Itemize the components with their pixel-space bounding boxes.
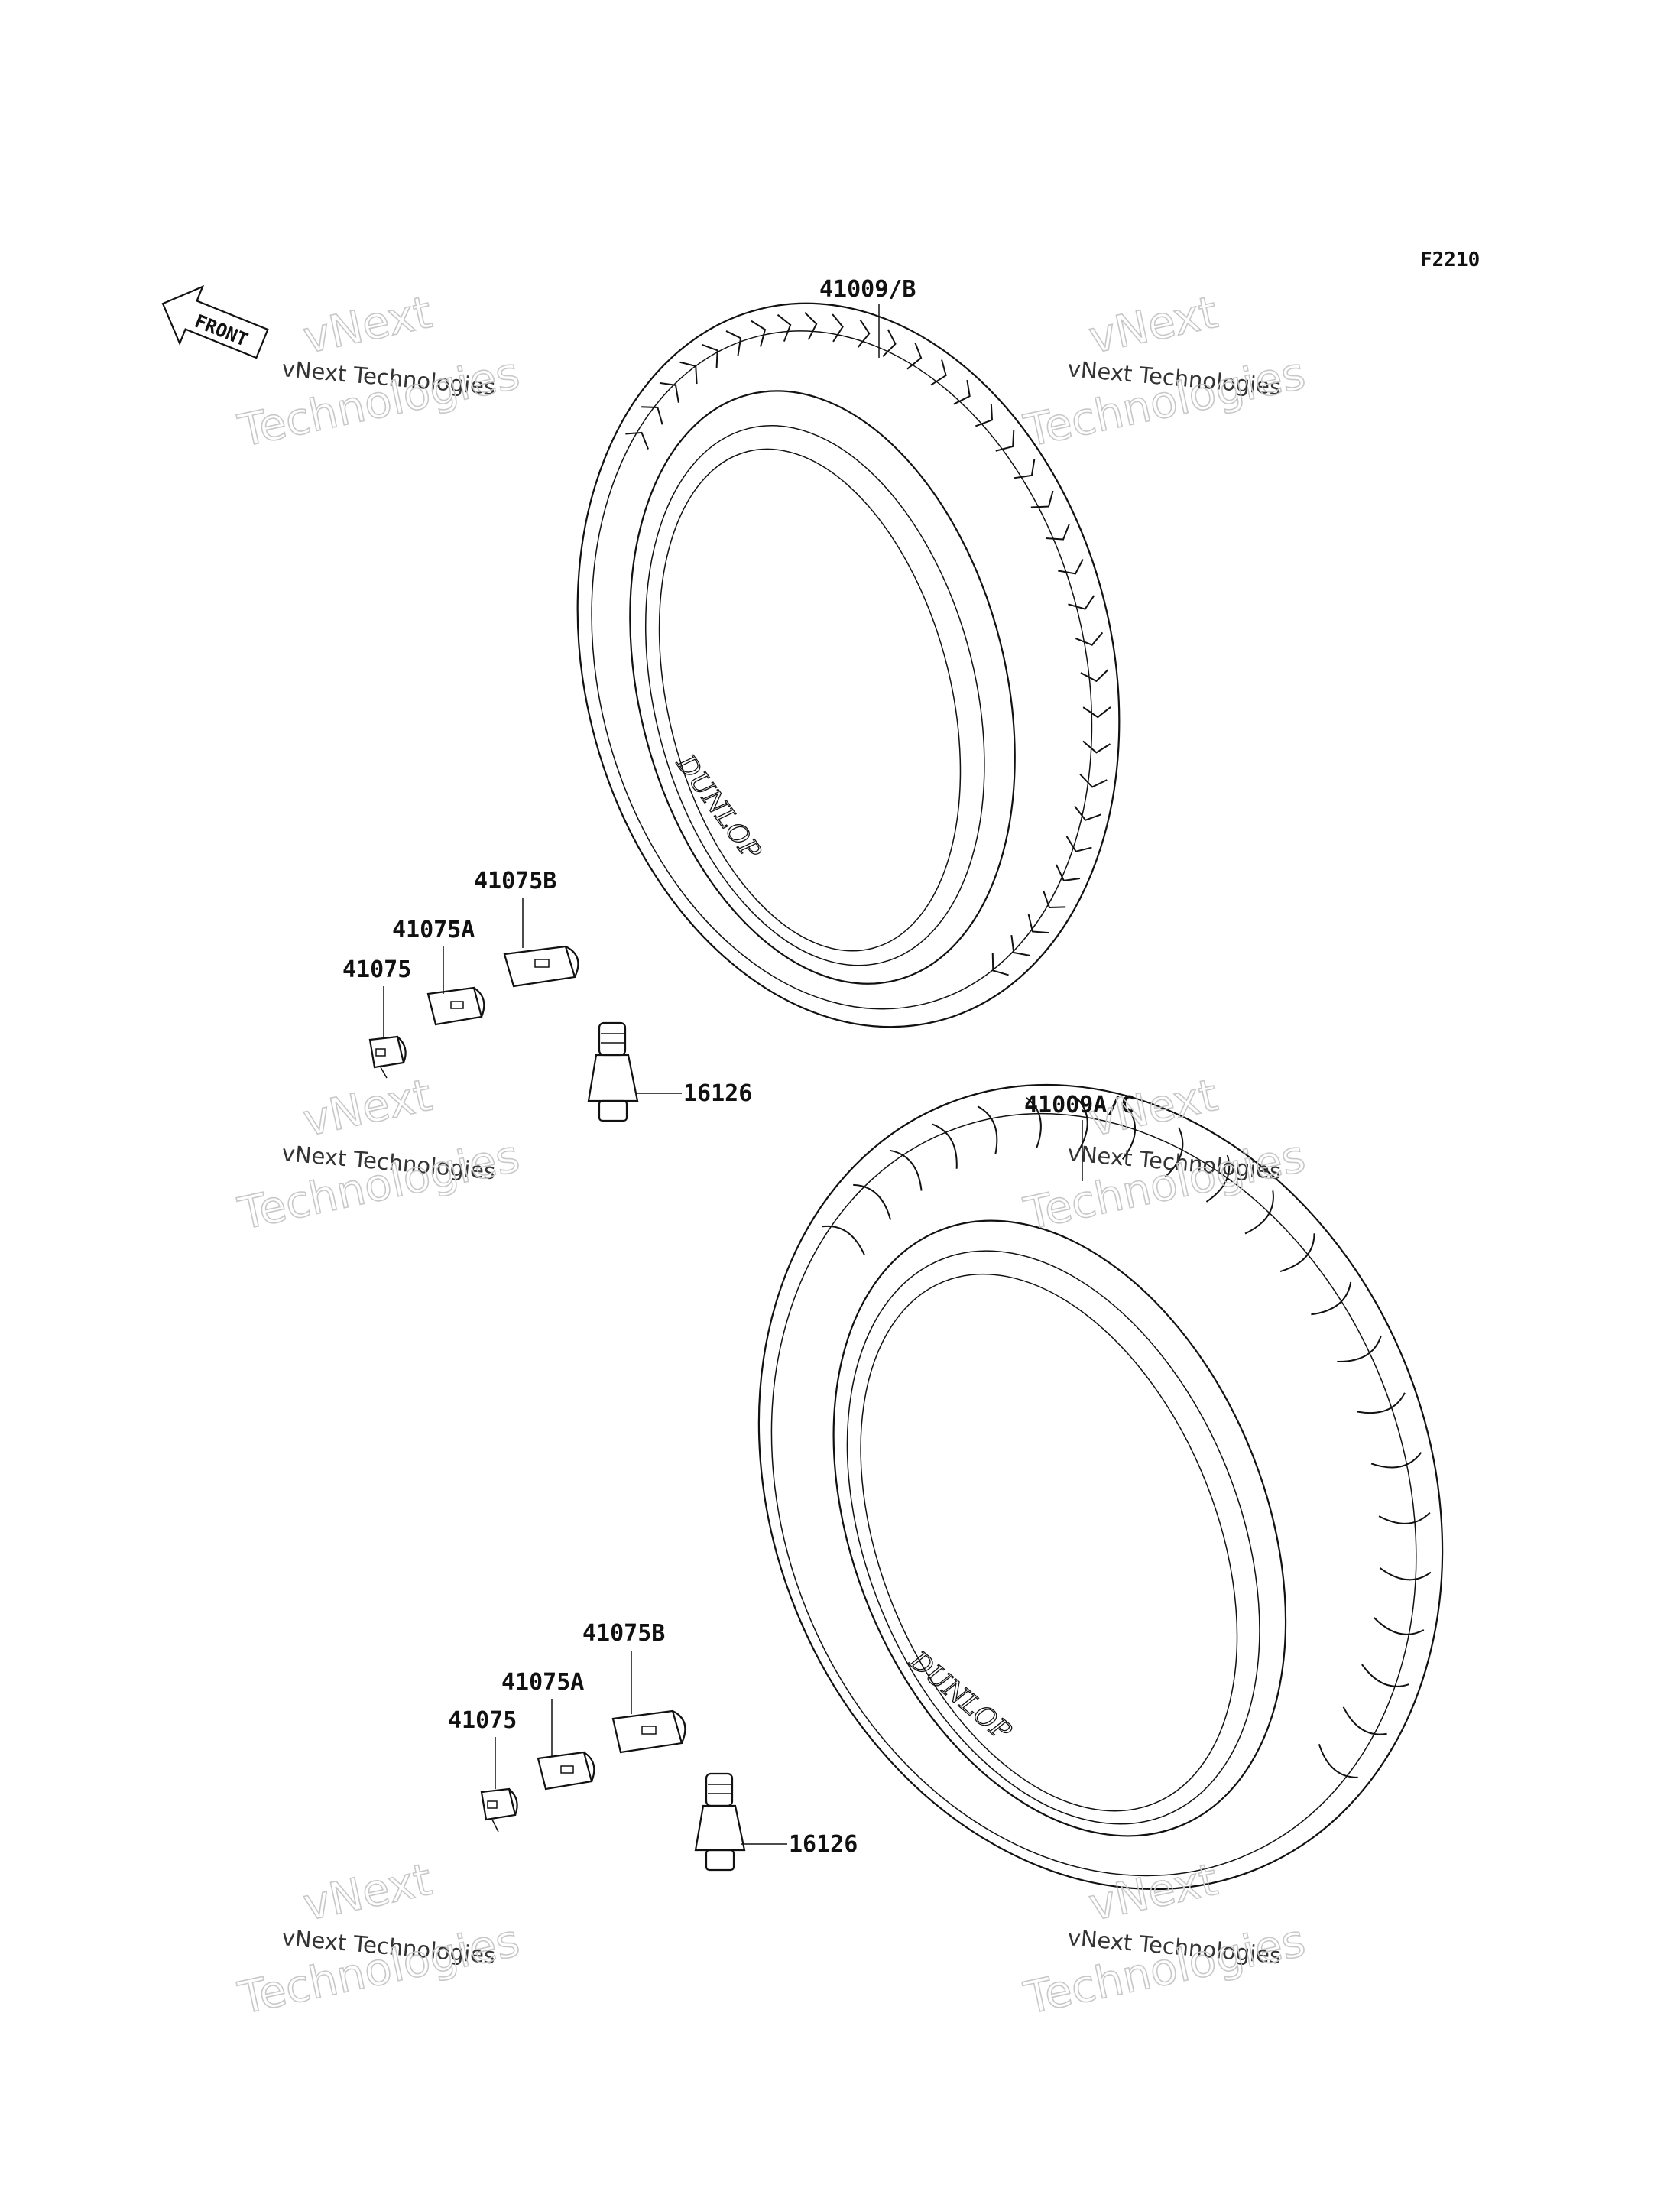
rear-weight-icon xyxy=(480,1787,518,1833)
tread-groove xyxy=(1082,740,1111,754)
tread-groove xyxy=(1374,1617,1425,1635)
rear-weight-b-icon xyxy=(611,1709,686,1754)
tread-groove xyxy=(1342,1706,1387,1735)
svg-text:vNext: vNext xyxy=(1085,1069,1222,1147)
rear-tire-label: 41009A/C xyxy=(1024,1092,1135,1118)
tread-groove xyxy=(1043,890,1066,909)
tread-groove xyxy=(804,312,818,340)
front-weight-b-label: 41075B xyxy=(474,868,556,894)
tread-groove xyxy=(1079,774,1108,788)
tread-groove xyxy=(890,1149,923,1191)
tread-groove xyxy=(1082,706,1111,719)
tread-groove xyxy=(659,381,679,403)
tread-groove xyxy=(1121,1108,1137,1160)
tread-groove xyxy=(1379,1567,1432,1581)
tread-groove xyxy=(975,403,994,427)
tread-groove xyxy=(625,431,649,450)
tread-groove xyxy=(857,319,871,348)
tread-groove xyxy=(777,313,792,342)
tread-groove xyxy=(977,1105,998,1155)
front-arrow-icon: FRONT xyxy=(161,284,269,359)
tread-groove xyxy=(1026,1097,1042,1148)
front-weight-b-icon xyxy=(503,945,579,988)
watermark-top-left: vNext vNext Technologies Technologies xyxy=(233,285,524,458)
front-weight-a-icon xyxy=(426,986,485,1026)
tread-groove xyxy=(995,430,1015,452)
svg-text:Technologies: Technologies xyxy=(234,1914,524,2024)
front-valve-label: 16126 xyxy=(683,1080,752,1107)
tread-groove xyxy=(1010,934,1030,956)
svg-text:vNext: vNext xyxy=(299,1853,436,1931)
front-tire-label: 41009/B xyxy=(819,276,916,303)
tread-groove xyxy=(1027,914,1049,934)
front-weight-a-label: 41075A xyxy=(392,917,475,943)
tread-groove xyxy=(1065,836,1092,852)
tread-groove xyxy=(1075,631,1104,646)
tread-groove xyxy=(931,1123,958,1169)
rear-weight-b-label: 41075B xyxy=(582,1620,665,1647)
tread-groove xyxy=(1074,805,1101,821)
tread-groove xyxy=(1080,669,1109,683)
tread-groove xyxy=(1279,1233,1315,1273)
rear-valve-stem-icon xyxy=(694,1772,746,1872)
front-valve-stem-icon xyxy=(587,1021,639,1122)
tread-groove xyxy=(1378,1511,1431,1524)
tread-groove xyxy=(1337,1335,1382,1362)
rear-tire-brand: DUNLOP xyxy=(903,1645,1017,1748)
tread-groove xyxy=(1311,1281,1352,1316)
rear-weight-a-icon xyxy=(537,1751,595,1791)
figure-code: F2210 xyxy=(1420,248,1480,271)
tread-groove xyxy=(1045,524,1070,541)
front-arrow-label: FRONT xyxy=(192,310,251,351)
svg-text:Technologies: Technologies xyxy=(1020,1914,1310,2024)
watermark-bottom-right: vNext vNext Technologies Technologies xyxy=(1019,1852,1310,2025)
front-weight-icon xyxy=(368,1035,407,1079)
svg-text:vNext: vNext xyxy=(299,286,436,364)
tread-groove xyxy=(1370,1452,1422,1469)
watermark-bottom-left: vNext vNext Technologies Technologies xyxy=(233,1852,524,2025)
tread-groove xyxy=(906,342,923,370)
tread-groove xyxy=(832,313,844,343)
tread-groove xyxy=(1164,1127,1184,1178)
tread-groove xyxy=(751,320,767,347)
tread-groove xyxy=(930,359,947,386)
tread-groove xyxy=(1205,1154,1231,1203)
tread-groove xyxy=(953,379,971,405)
tread-groove xyxy=(1068,595,1095,610)
tread-groove xyxy=(853,1183,892,1220)
watermark-top-right: vNext vNext Technologies Technologies xyxy=(1019,285,1310,458)
tread-groove xyxy=(822,1225,866,1256)
tread-groove xyxy=(1244,1190,1274,1235)
tread-groove xyxy=(1357,1392,1406,1414)
tread-groove xyxy=(1361,1664,1409,1687)
tread-groove xyxy=(1058,559,1084,575)
tread-groove xyxy=(641,406,663,425)
svg-text:vNext: vNext xyxy=(1085,286,1222,364)
rear-weight-label: 41075 xyxy=(448,1707,517,1734)
tread-groove xyxy=(1318,1744,1358,1778)
rear-weight-a-label: 41075A xyxy=(501,1669,584,1696)
tread-groove xyxy=(991,953,1009,976)
svg-text:vNext: vNext xyxy=(299,1069,436,1147)
tread-groove xyxy=(702,343,718,368)
tread-groove xyxy=(1056,864,1081,881)
rear-valve-label: 16126 xyxy=(789,1831,858,1858)
front-weight-label: 41075 xyxy=(342,956,411,983)
tread-groove xyxy=(1014,459,1036,479)
tread-groove xyxy=(679,361,698,385)
svg-text:vNext: vNext xyxy=(1085,1853,1222,1931)
watermark-middle-left: vNext vNext Technologies Technologies xyxy=(233,1068,524,1241)
svg-text:Technologies: Technologies xyxy=(1020,1130,1310,1240)
tread-groove xyxy=(1030,490,1054,508)
svg-text:Technologies: Technologies xyxy=(234,1130,524,1240)
tread-groove xyxy=(725,330,742,356)
tread-groove xyxy=(882,329,897,357)
